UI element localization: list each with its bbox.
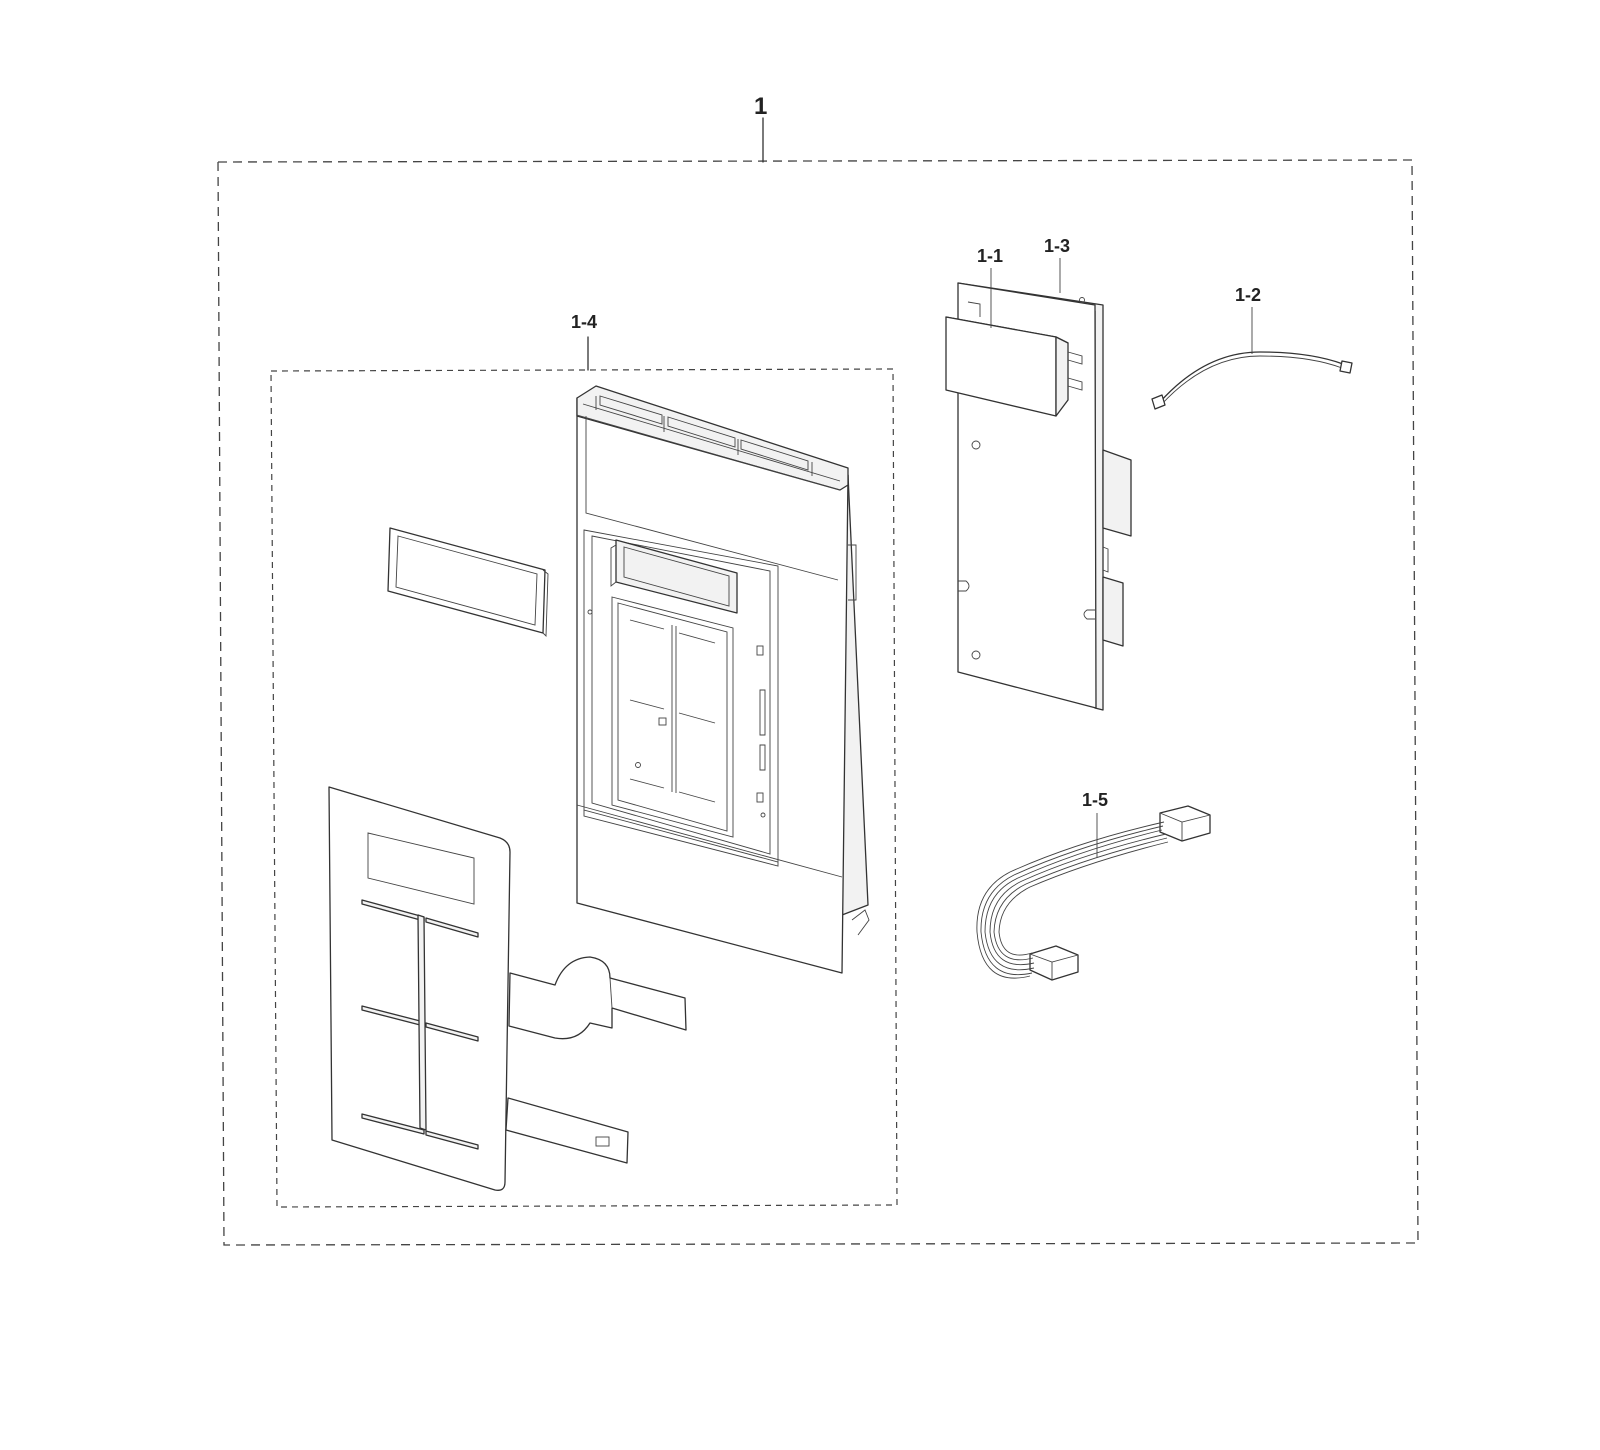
wire-lead-part[interactable] — [1151, 307, 1353, 410]
subassembly-frame — [270, 336, 898, 1208]
control-panel-housing[interactable] — [576, 385, 870, 974]
assembly-label[interactable]: 1 — [754, 93, 767, 120]
control-pcb-assembly[interactable] — [945, 258, 1132, 711]
membrane-keypad[interactable] — [328, 786, 687, 1191]
wire-harness-part[interactable] — [976, 805, 1211, 981]
part-label-1-5[interactable]: 1-5 — [1082, 790, 1108, 810]
display-window-part[interactable] — [387, 527, 549, 638]
part-label-1-2[interactable]: 1-2 — [1235, 285, 1261, 305]
part-label-1-1[interactable]: 1-1 — [977, 246, 1003, 266]
part-label-1-3[interactable]: 1-3 — [1044, 236, 1070, 256]
part-label-1-4[interactable]: 1-4 — [571, 312, 597, 332]
assembly-frame — [217, 117, 1419, 1246]
